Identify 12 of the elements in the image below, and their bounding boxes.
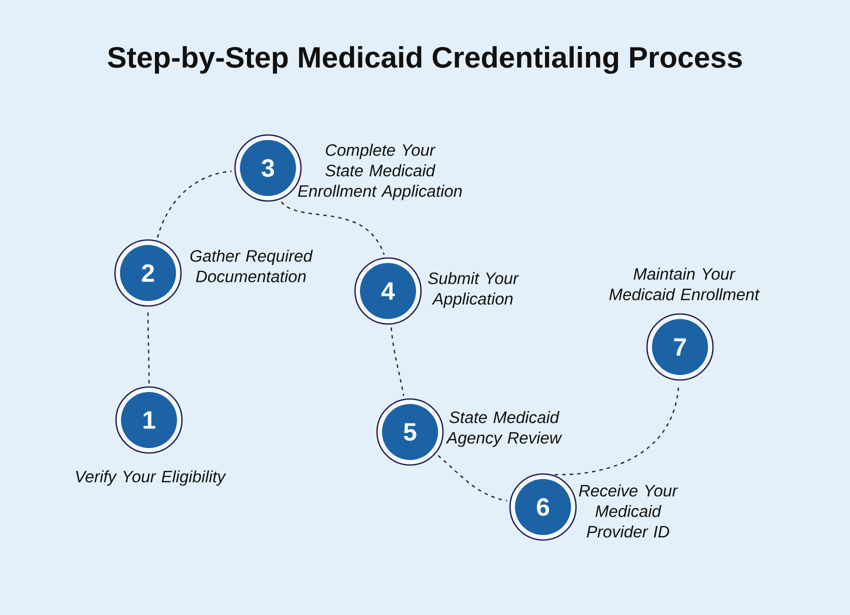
step-label: Gather Required Documentation [190, 250, 313, 282]
dashed-connector [280, 201, 385, 255]
step-label: Verify Your Eligibility [76, 470, 226, 486]
step-label: Submit Your Application [428, 272, 519, 308]
dashed-connector [147, 310, 150, 384]
step-label: Receive Your Medicaid Provider ID [578, 484, 678, 538]
step-label: Maintain Your Medicaid Enrollment [609, 268, 760, 300]
dashed-connector [390, 327, 404, 396]
step-label: State Medicaid Agency Review [446, 411, 562, 447]
dashed-connector [156, 170, 232, 238]
title: Step-by-Step Medicaid Credentialing Process [108, 46, 742, 74]
dashed-connector [438, 455, 508, 502]
